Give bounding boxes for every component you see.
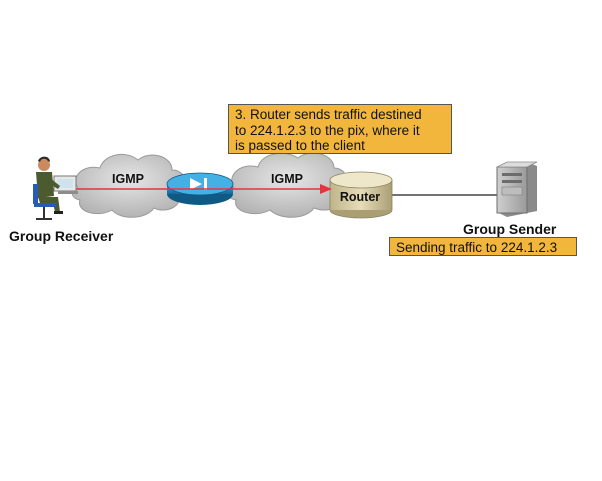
receiver-label: Group Receiver xyxy=(9,228,114,244)
step-note-line-3: is passed to the client xyxy=(235,138,365,153)
sender-note-box: Sending traffic to 224.1.2.3 xyxy=(389,237,577,256)
traffic-arrow xyxy=(48,184,332,194)
router-icon xyxy=(329,171,393,219)
right-cloud-label: IGMP xyxy=(271,172,303,186)
sender-label: Group Sender xyxy=(463,221,557,237)
step-note-line-2: to 224.1.2.3 to the pix, where it xyxy=(235,122,420,138)
left-cloud-label: IGMP xyxy=(112,172,144,186)
step-note-box: 3. Router sends traffic destined to 224.… xyxy=(228,104,452,154)
receiver-user-icon xyxy=(33,156,78,220)
step-note-line-1: 3. Router sends traffic destined xyxy=(235,107,422,122)
router-label: Router xyxy=(340,190,380,204)
sender-server-icon xyxy=(496,161,538,217)
